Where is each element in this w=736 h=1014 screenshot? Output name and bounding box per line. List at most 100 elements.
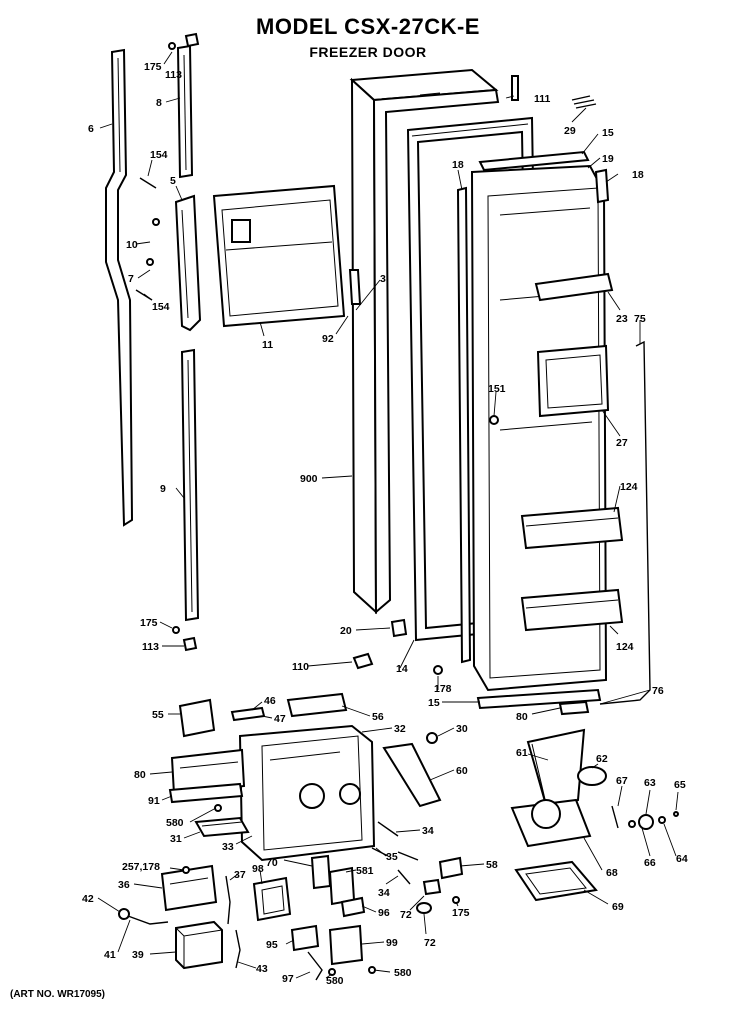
callout-23: 23 [616, 313, 628, 325]
part-6-outer-trim [105, 48, 134, 527]
callout-175: 175 [140, 617, 158, 629]
part-11-dispenser-panel [212, 184, 346, 328]
callout-76: 76 [652, 685, 664, 697]
callout-11: 11 [262, 339, 273, 351]
callout-58: 58 [486, 859, 498, 871]
callout-110: 110 [292, 661, 309, 673]
part-581-96-switch [328, 866, 366, 918]
callout-580: 580 [394, 967, 412, 979]
part-small-fasteners-left [135, 32, 200, 652]
diagram-subtitle: FREEZER DOOR [309, 44, 427, 60]
part-9-lower-trim [180, 348, 200, 622]
part-70-bracket [310, 854, 332, 890]
callout-15: 15 [602, 127, 614, 139]
part-37-43-wires [225, 875, 241, 969]
part-900-outer-door [349, 68, 500, 615]
callout-75: 75 [634, 313, 646, 325]
callout-30: 30 [456, 723, 468, 735]
callout-55: 55 [152, 709, 164, 721]
callout-34: 34 [422, 825, 434, 837]
callout-18: 18 [452, 159, 464, 171]
callout-7: 7 [128, 273, 134, 285]
callout-41: 41 [104, 949, 116, 961]
callout-178: 178 [434, 683, 452, 695]
callout-581: 581 [356, 865, 374, 877]
part-124-lower-bin [520, 588, 624, 632]
callout-91: 91 [148, 795, 160, 807]
callout-31: 31 [170, 833, 182, 845]
part-misc-door-fasteners [348, 269, 499, 675]
callout-34: 34 [378, 887, 390, 899]
part-80-91-housing-front [168, 748, 246, 804]
part-72-caps [416, 878, 460, 914]
part-124-upper-bin [520, 506, 624, 550]
callout-151: 151 [488, 383, 506, 395]
part-dispenser-housing [238, 724, 376, 862]
callout-32: 32 [394, 723, 406, 735]
callout-64: 64 [676, 853, 688, 865]
callout-175: 175 [452, 907, 470, 919]
callout-175: 175 [144, 61, 162, 73]
callout-6: 6 [88, 123, 94, 135]
callout-113: 113 [165, 69, 182, 81]
callout-154: 154 [152, 301, 170, 313]
art-number: (ART NO. WR17095) [10, 989, 106, 1000]
part-95-relay [290, 924, 320, 952]
callout-72: 72 [400, 909, 412, 921]
callout-33: 33 [222, 841, 234, 853]
callout-63: 63 [644, 777, 656, 789]
callout-92: 92 [322, 333, 334, 345]
callout-69: 69 [612, 901, 624, 913]
part-23-shelf-bar [534, 272, 614, 302]
part-62-gasket-disc [577, 766, 607, 786]
part-29-clip [571, 95, 597, 109]
part-15-top-cap [478, 150, 590, 172]
callout-20: 20 [340, 625, 352, 637]
part-18-liner-strip [456, 186, 472, 664]
callout-9: 9 [160, 483, 166, 495]
callout-56: 56 [372, 711, 384, 723]
part-68-motor-housing [510, 798, 592, 848]
callout-80: 80 [134, 769, 146, 781]
callout-111: 111 [534, 93, 551, 105]
callout-35: 35 [386, 851, 398, 863]
leader-lines [97, 51, 679, 979]
callout-43: 43 [256, 963, 268, 975]
part-5-handle [174, 194, 202, 332]
callout-154: 154 [150, 149, 168, 161]
part-18-side-clip [594, 168, 610, 204]
callout-29: 29 [564, 125, 576, 137]
part-36-bracket [160, 864, 218, 912]
callout-257-178: 257,178 [122, 861, 160, 873]
callout-97: 97 [282, 973, 294, 985]
callout-27: 27 [616, 437, 628, 449]
callout-62: 62 [596, 753, 608, 765]
callout-5: 5 [170, 175, 176, 187]
part-98-motor [252, 876, 292, 922]
callout-72: 72 [424, 937, 436, 949]
callout-14: 14 [396, 663, 408, 675]
callout-66: 66 [644, 857, 656, 869]
callout-98: 98 [252, 863, 264, 875]
callout-10: 10 [126, 239, 138, 251]
callout-47: 47 [274, 713, 286, 725]
callout-68: 68 [606, 867, 618, 879]
callout-113: 113 [142, 641, 159, 653]
callout-580: 580 [166, 817, 184, 829]
part-34-35-springs [371, 821, 419, 885]
part-80-bottom-trim [476, 688, 602, 716]
part-63-66-64-65-small-parts [611, 805, 679, 830]
callout-65: 65 [674, 779, 686, 791]
callout-3: 3 [380, 273, 386, 285]
callout-39: 39 [132, 949, 144, 961]
callout-124: 124 [616, 641, 634, 653]
callout-37: 37 [234, 869, 246, 881]
callout-15: 15 [428, 697, 440, 709]
callout-8: 8 [156, 97, 162, 109]
part-30-60-lever [382, 732, 442, 808]
diagram-title: MODEL CSX-27CK-E [256, 14, 480, 39]
part-31-drip-tray [194, 816, 250, 838]
callout-70: 70 [266, 857, 278, 869]
callout-46: 46 [264, 695, 276, 707]
